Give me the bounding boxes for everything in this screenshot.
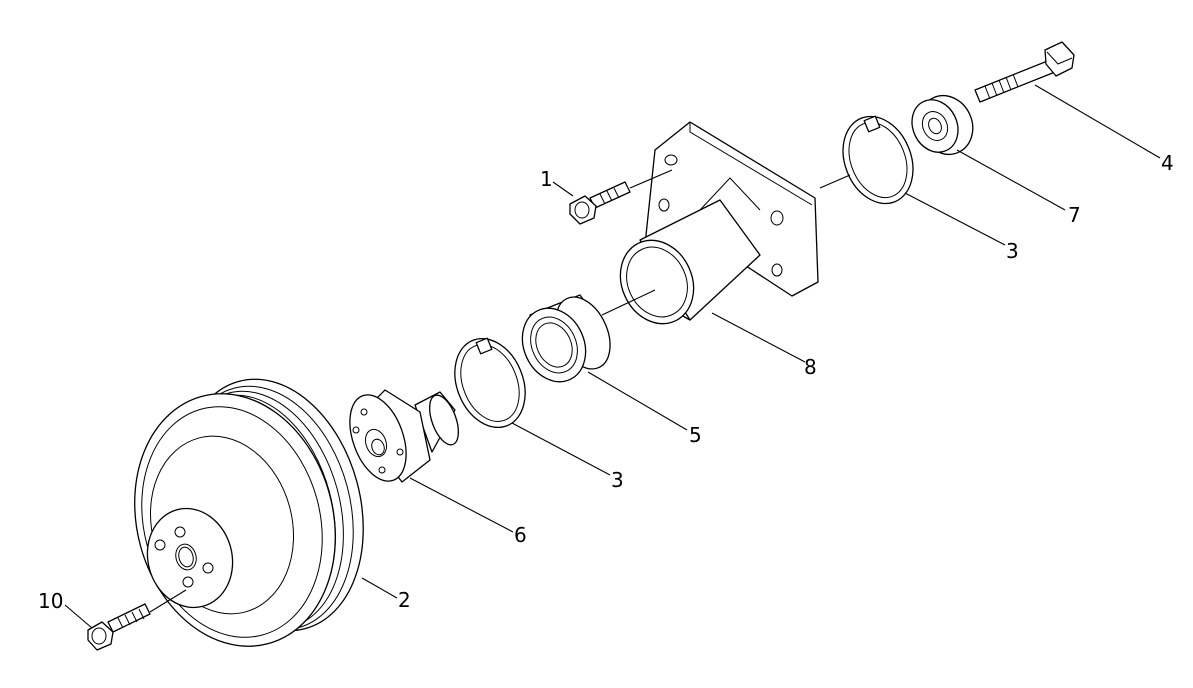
callout-5: 5 [689, 423, 702, 447]
callout-10: 10 [38, 589, 63, 613]
callout-6: 6 [514, 523, 527, 547]
part-3-snap-ring-right [842, 115, 914, 205]
part-8-housing [619, 121, 819, 325]
callout-7: 7 [1068, 203, 1081, 227]
part-10-pulley-bolt [87, 603, 151, 651]
part-2-pulley [134, 378, 364, 647]
callout-1: 1 [540, 167, 553, 191]
leader-lines [64, 84, 1161, 629]
part-6-hub [349, 389, 460, 483]
callout-4: 4 [1161, 151, 1174, 175]
callout-labels: 1 4 7 3 8 5 3 6 2 10 [38, 151, 1174, 613]
part-3-snap-ring-left [454, 337, 526, 429]
axis-lines [149, 169, 851, 613]
callout-3-right: 3 [1006, 239, 1019, 263]
callout-3-left: 3 [611, 468, 624, 492]
callout-2: 2 [398, 588, 411, 612]
part-7-seal [911, 95, 974, 155]
part-1-short-bolt [569, 181, 631, 225]
part-4-long-bolt [974, 41, 1075, 103]
callout-8: 8 [804, 355, 817, 379]
part-5-bearing [521, 294, 611, 383]
